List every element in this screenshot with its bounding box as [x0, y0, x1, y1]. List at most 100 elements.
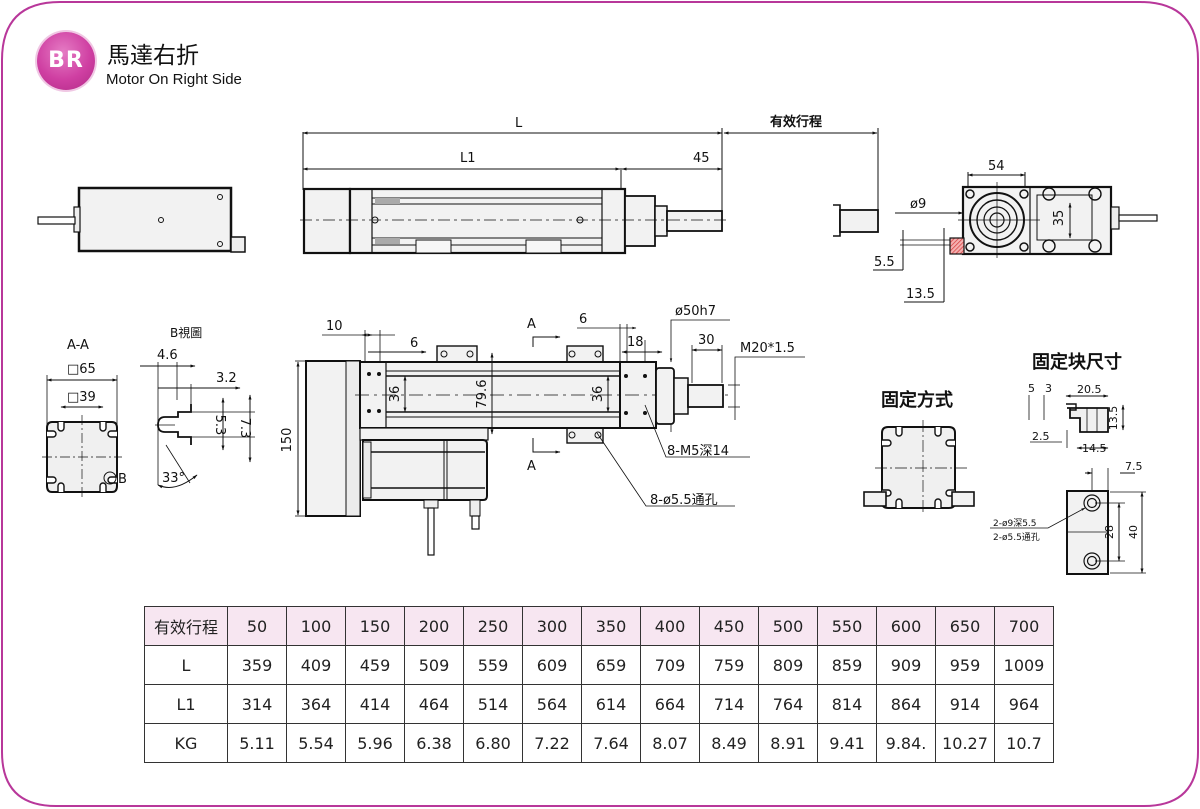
stroke-cell: 700 [994, 606, 1054, 646]
table-cell: 7.22 [522, 723, 582, 763]
stroke-cell: 200 [404, 606, 464, 646]
table-cell: 664 [640, 684, 700, 724]
table-cell: 964 [994, 684, 1054, 724]
dim-36-left: 36 [388, 386, 403, 403]
dim-35: 35 [1052, 210, 1067, 227]
table-cell: 5.96 [345, 723, 405, 763]
dim-13-5: 13.5 [906, 287, 935, 302]
thread-m20: M20*1.5 [740, 341, 795, 356]
dim-7-3: 7.3 [237, 418, 252, 439]
dim-150: 150 [280, 428, 295, 453]
table-cell: 409 [286, 645, 346, 685]
dim-79-6: 79.6 [475, 380, 490, 409]
spec-table: 有效行程 50 100 150 200 250 300 350 400 450 … [144, 606, 1054, 763]
dim-13-5-block: 13.5 [1107, 406, 1120, 431]
dim-30: 30 [698, 333, 715, 348]
stroke-cell: 100 [286, 606, 346, 646]
table-cell: 814 [817, 684, 877, 724]
table-row-L: L 359 409 459 509 559 609 659 709 759 80… [144, 645, 1054, 685]
mounting-title: 固定方式 [881, 389, 953, 411]
dim-36-right: 36 [591, 386, 606, 403]
stroke-cell: 300 [522, 606, 582, 646]
dim-7-5: 7.5 [1125, 460, 1143, 473]
table-header-row: 有效行程 50 100 150 200 250 300 350 400 450 … [144, 606, 1054, 646]
table-cell: 5.54 [286, 723, 346, 763]
table-cell: 10.27 [935, 723, 995, 763]
table-cell: 559 [463, 645, 523, 685]
section-a-bottom: A [527, 459, 536, 474]
stroke-cell: 250 [463, 606, 523, 646]
block-note-2: 2-ø5.5通孔 [993, 532, 1040, 543]
table-cell: 1009 [994, 645, 1054, 685]
title-chinese: 馬達右折 [107, 43, 199, 69]
dim-18: 18 [627, 335, 644, 350]
table-cell: 759 [699, 645, 759, 685]
end-view: 54 35 ø9 5.5 13.5 [873, 159, 1158, 303]
table-cell: 959 [935, 645, 995, 685]
table-cell: 8.91 [758, 723, 818, 763]
mounting-method: 固定方式 [863, 389, 975, 515]
row-label: L1 [144, 684, 228, 724]
stroke-cell: 350 [581, 606, 641, 646]
dim-L1: L1 [460, 151, 476, 166]
table-cell: 609 [522, 645, 582, 685]
dim-5: 5 [1028, 382, 1035, 395]
table-cell: 364 [286, 684, 346, 724]
view-b: B視圖 4.6 3.2 5.3 7.3 33° [140, 325, 255, 489]
motor-cap [302, 187, 352, 255]
table-cell: 8.49 [699, 723, 759, 763]
dim-4-6: 4.6 [157, 348, 178, 363]
stroke-cell: 500 [758, 606, 818, 646]
title-english: Motor On Right Side [106, 71, 242, 88]
table-cell: 564 [522, 684, 582, 724]
table-cell: 7.64 [581, 723, 641, 763]
table-cell: 709 [640, 645, 700, 685]
stroke-cell: 400 [640, 606, 700, 646]
block-title: 固定块尺寸 [1032, 351, 1122, 373]
table-cell: 909 [876, 645, 936, 685]
table-cell: 359 [227, 645, 287, 685]
dim-10: 10 [326, 319, 343, 334]
row-label: KG [144, 723, 228, 763]
table-cell: 6.38 [404, 723, 464, 763]
table-cell: 859 [817, 645, 877, 685]
table-cell: 6.80 [463, 723, 523, 763]
section-a-a: A-A □65 □39 B [42, 338, 127, 497]
dim-L: L [515, 116, 523, 131]
table-cell: 314 [227, 684, 287, 724]
table-cell: 9.84. [876, 723, 936, 763]
hatched-block [949, 237, 965, 255]
table-cell: 614 [581, 684, 641, 724]
view-b-title: B視圖 [170, 325, 202, 340]
table-row-KG: KG 5.11 5.54 5.96 6.38 6.80 7.22 7.64 8.… [144, 723, 1054, 763]
dim-6-right: 6 [579, 312, 587, 327]
note-m5: 8-M5深14 [667, 444, 729, 459]
table-cell: 864 [876, 684, 936, 724]
table-cell: 9.41 [817, 723, 877, 763]
table-cell: 809 [758, 645, 818, 685]
dim-phi50h7: ø50h7 [675, 304, 716, 319]
dim-20-5: 20.5 [1077, 383, 1102, 396]
dim-phi9: ø9 [910, 197, 926, 212]
dim-square-39: □39 [67, 390, 96, 405]
dim-3-2: 3.2 [216, 371, 237, 386]
dim-2-5: 2.5 [1032, 430, 1050, 443]
rod [666, 210, 723, 232]
stroke-cell: 600 [876, 606, 936, 646]
note-phi5-5: 8-ø5.5通孔 [650, 493, 718, 508]
table-cell: 10.7 [994, 723, 1054, 763]
dim-square-65: □65 [67, 362, 96, 377]
rod-end [839, 209, 879, 233]
dim-28: 28 [1103, 525, 1116, 539]
top-view: L L1 45 有效行程 [300, 114, 879, 255]
table-cell: 414 [345, 684, 405, 724]
table-cell: 459 [345, 645, 405, 685]
header-label: 有效行程 [144, 606, 228, 646]
stroke-cell: 50 [227, 606, 287, 646]
dim-40: 40 [1127, 525, 1140, 539]
section-a-top: A [527, 317, 536, 332]
front-view: 10 6 150 3 [280, 304, 805, 556]
table-cell: 764 [758, 684, 818, 724]
